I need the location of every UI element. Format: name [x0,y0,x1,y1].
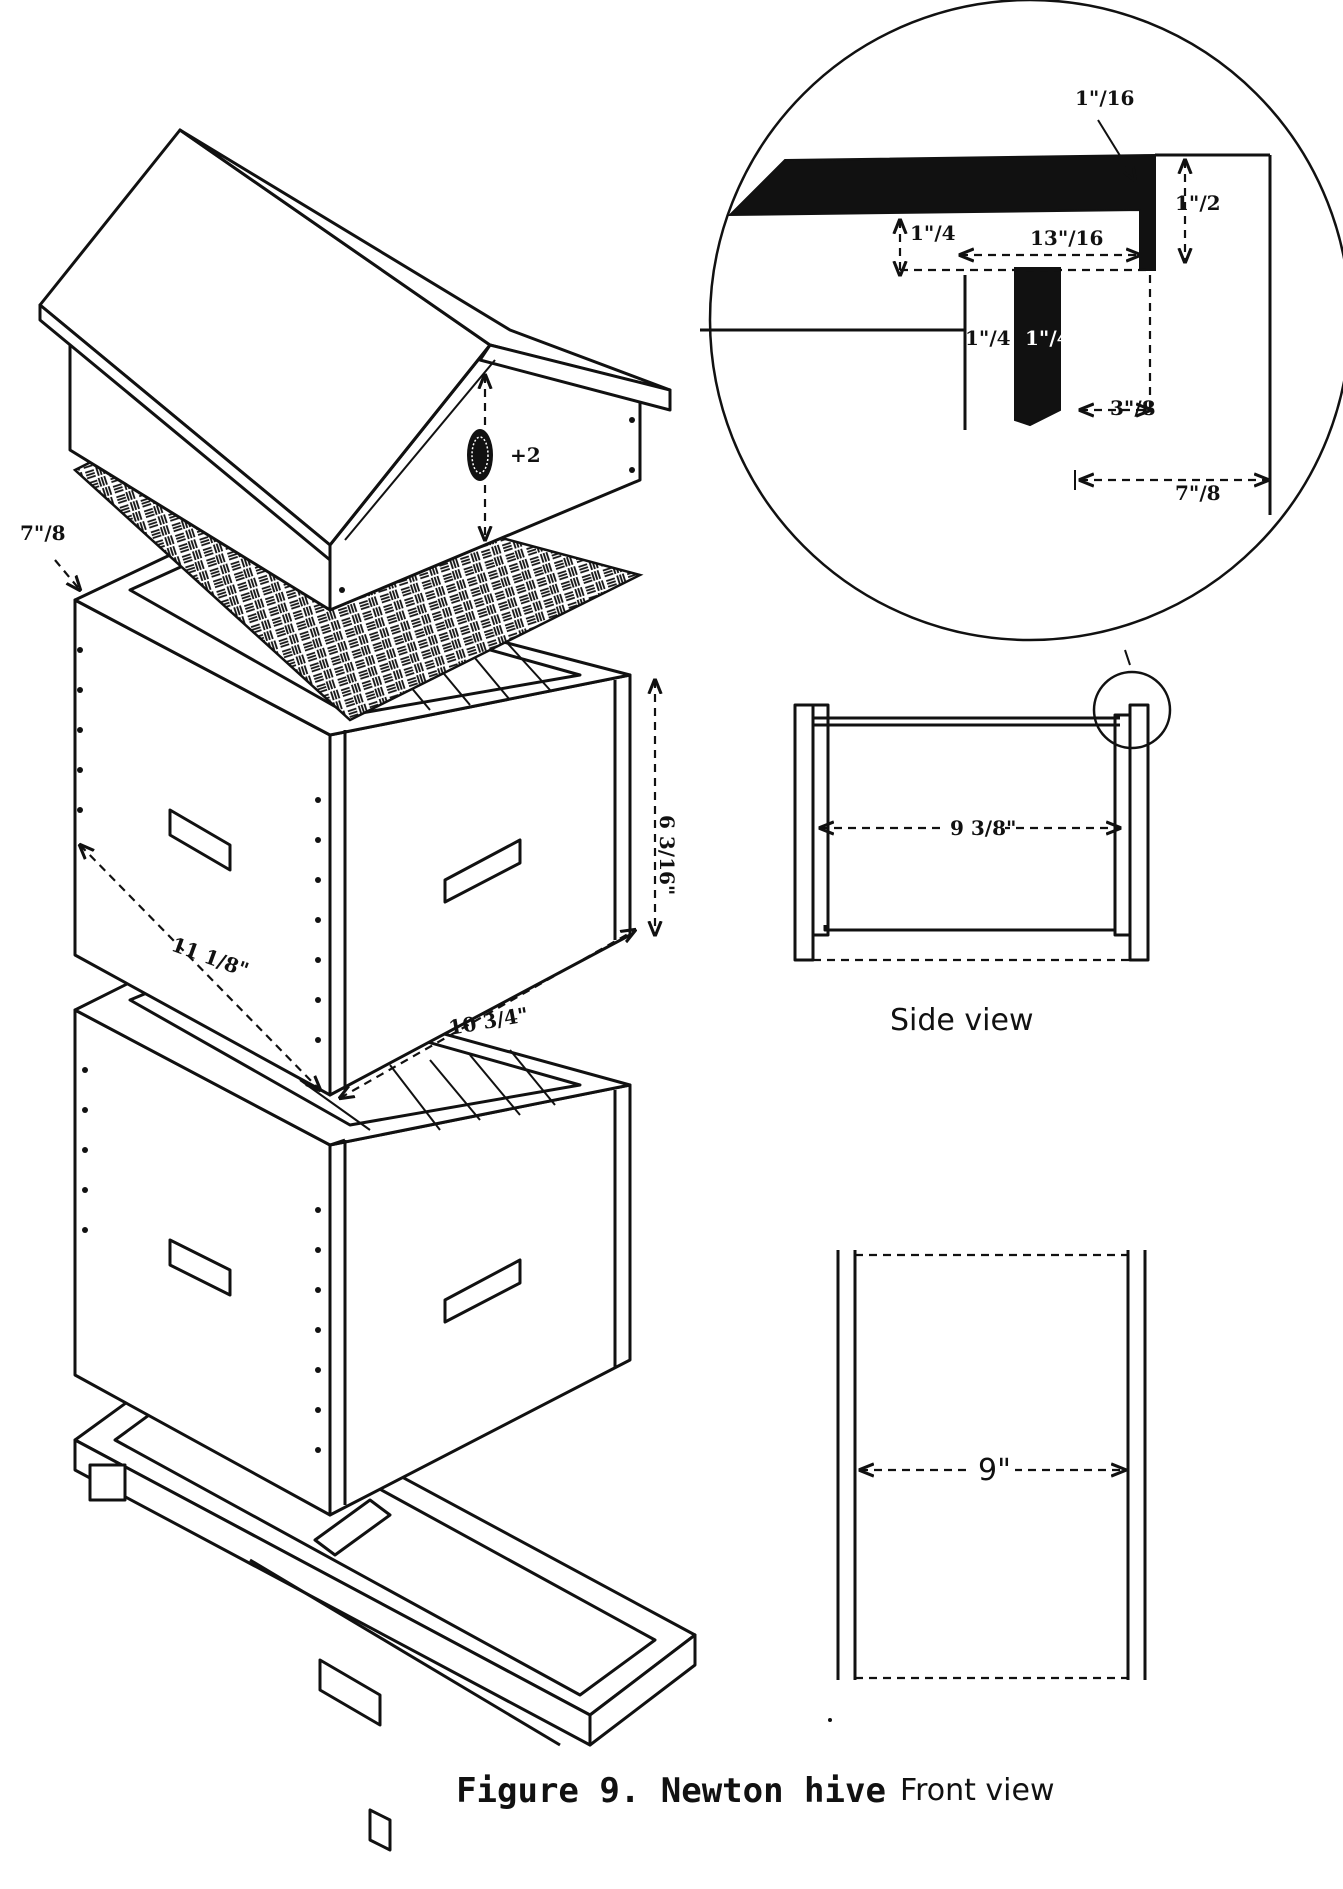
detail-bar-label: 1"/4 [1025,326,1071,350]
vent-label: +2 [510,443,541,467]
roof-gap-label: 7"/8 [20,521,66,545]
roof-gap-dimension: 7"/8 [20,521,80,590]
detail-top-gap-label: 1"/16 [1075,86,1134,110]
box-height-dimension: 6 3/16" [655,680,679,935]
front-view-drawing [828,1250,1147,1722]
figure-caption: Figure 9. Newton hive [456,1771,886,1811]
detail-right-drop-label: 1"/2 [1175,191,1221,215]
detail-magnifier [700,0,1343,642]
roof [38,128,672,612]
detail-offset-label: 3"/8 [1110,396,1156,420]
box-height-label: 6 3/16" [655,815,679,895]
detail-wall-label: 1"/4 [965,326,1011,350]
side-view-label: Side view [890,1003,1034,1038]
side-view-drawing [793,670,1172,962]
detail-span-label: 13"/16 [1030,226,1103,250]
side-inner-width-label: 9 3/8" [950,816,1016,840]
detail-lower-label: 7"/8 [1175,481,1221,505]
front-view-label: Front view [900,1773,1055,1808]
detail-left-drop-label: 1"/4 [910,221,956,245]
front-inner-width-label: 9" [978,1453,1011,1488]
